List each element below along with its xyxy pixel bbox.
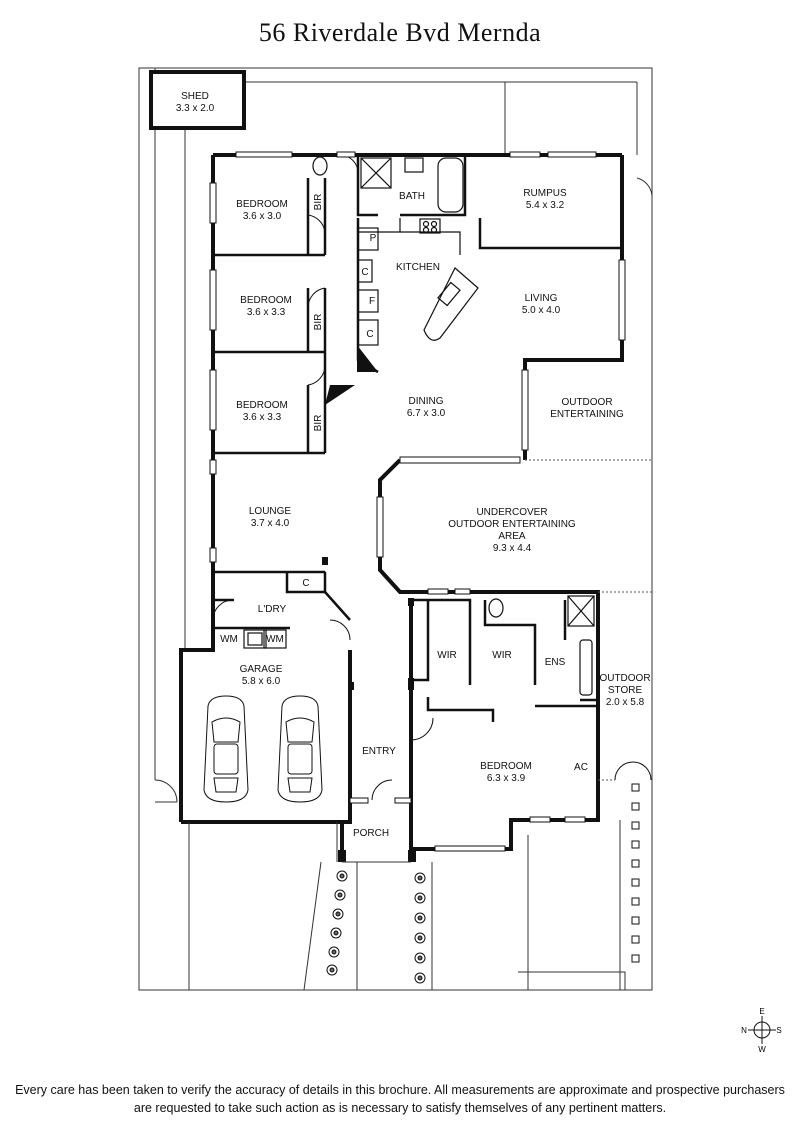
disclaimer-line-1: Every care has been taken to verify the …	[15, 1083, 785, 1097]
compass-east: E	[759, 1007, 764, 1016]
compass-north: N	[741, 1026, 747, 1035]
compass-west: W	[758, 1045, 766, 1054]
garden-plants	[326, 870, 426, 984]
disclaimer-line-2: are requested to take such action as is …	[133, 1101, 667, 1115]
ensuite-label: ENS	[545, 657, 566, 668]
bedroom-2-size: 3.6 x 3.3	[247, 307, 286, 318]
compass-south: S	[776, 1026, 781, 1035]
air-conditioner-label: AC	[574, 762, 588, 773]
shed: SHED 3.3 x 2.0	[149, 70, 246, 130]
compass-icon: E N S W	[741, 1007, 782, 1054]
living-label: LIVING	[525, 293, 558, 304]
shed-label: SHED	[181, 91, 209, 102]
pantry-label: P	[370, 233, 377, 244]
stair-wedges	[322, 345, 416, 862]
undercover-label: AREA	[498, 531, 526, 542]
plan-title: 56 Riverdale Bvd Mernda	[258, 18, 542, 47]
bir-label: BIR	[313, 415, 324, 432]
windows	[209, 151, 626, 852]
washing-machine-label: WM	[266, 634, 284, 645]
entry-label: ENTRY	[362, 746, 396, 757]
bedroom-2-label: BEDROOM	[240, 295, 292, 306]
wir-label: WIR	[437, 650, 456, 661]
room-labels: BEDROOM 3.6 x 3.0 BEDROOM 3.6 x 3.3 BEDR…	[220, 188, 650, 839]
laundry-label: L'DRY	[258, 604, 287, 615]
outdoor-store-label: OUTDOOR	[599, 673, 650, 684]
shed-size: 3.3 x 2.0	[176, 103, 215, 114]
bedroom-1-label: BEDROOM	[236, 199, 288, 210]
main-bedroom-size: 6.3 x 3.9	[487, 773, 526, 784]
exterior-walls	[179, 153, 624, 862]
living-size: 5.0 x 4.0	[522, 305, 561, 316]
kitchen-label: KITCHEN	[396, 262, 440, 273]
garage-size: 5.8 x 6.0	[242, 676, 281, 687]
door-swings	[212, 154, 652, 801]
porch-label: PORCH	[353, 828, 389, 839]
bir-label: BIR	[313, 194, 324, 211]
fixtures	[243, 156, 595, 696]
car-icon	[203, 695, 249, 803]
outdoor-entertaining-label: ENTERTAINING	[550, 409, 624, 420]
bedroom-3-size: 3.6 x 3.3	[243, 412, 282, 423]
wir-label: WIR	[492, 650, 511, 661]
disclaimer: Every care has been taken to verify the …	[0, 1081, 800, 1117]
outdoor-boundaries	[525, 459, 652, 781]
rumpus-size: 5.4 x 3.2	[526, 200, 565, 211]
bir-label: BIR	[313, 314, 324, 331]
lounge-size: 3.7 x 4.0	[251, 518, 290, 529]
bath-label: BATH	[399, 191, 425, 202]
outdoor-entertaining-label: OUTDOOR	[561, 397, 612, 408]
bedroom-3-label: BEDROOM	[236, 400, 288, 411]
main-bedroom-label: BEDROOM	[480, 761, 532, 772]
lounge-label: LOUNGE	[249, 506, 292, 517]
car-icon	[277, 695, 323, 803]
outdoor-store-label: STORE	[608, 685, 643, 696]
dining-label: DINING	[409, 396, 444, 407]
bedroom-1-size: 3.6 x 3.0	[243, 211, 282, 222]
driveway	[188, 820, 626, 991]
outdoor-store-size: 2.0 x 5.8	[606, 697, 645, 708]
undercover-size: 9.3 x 4.4	[493, 543, 532, 554]
garage-label: GARAGE	[240, 664, 283, 675]
fridge-label: F	[369, 296, 375, 307]
rumpus-label: RUMPUS	[523, 188, 567, 199]
washing-machine-label: WM	[220, 634, 238, 645]
dining-size: 6.7 x 3.0	[407, 408, 446, 419]
cupboard-label: C	[302, 578, 309, 589]
undercover-label: OUTDOOR ENTERTAINING	[448, 519, 576, 530]
cupboard-label: C	[361, 267, 368, 278]
cupboard-label: C	[366, 329, 373, 340]
site-boundary	[138, 67, 653, 991]
undercover-label: UNDERCOVER	[476, 507, 547, 518]
fence-posts	[631, 783, 640, 963]
